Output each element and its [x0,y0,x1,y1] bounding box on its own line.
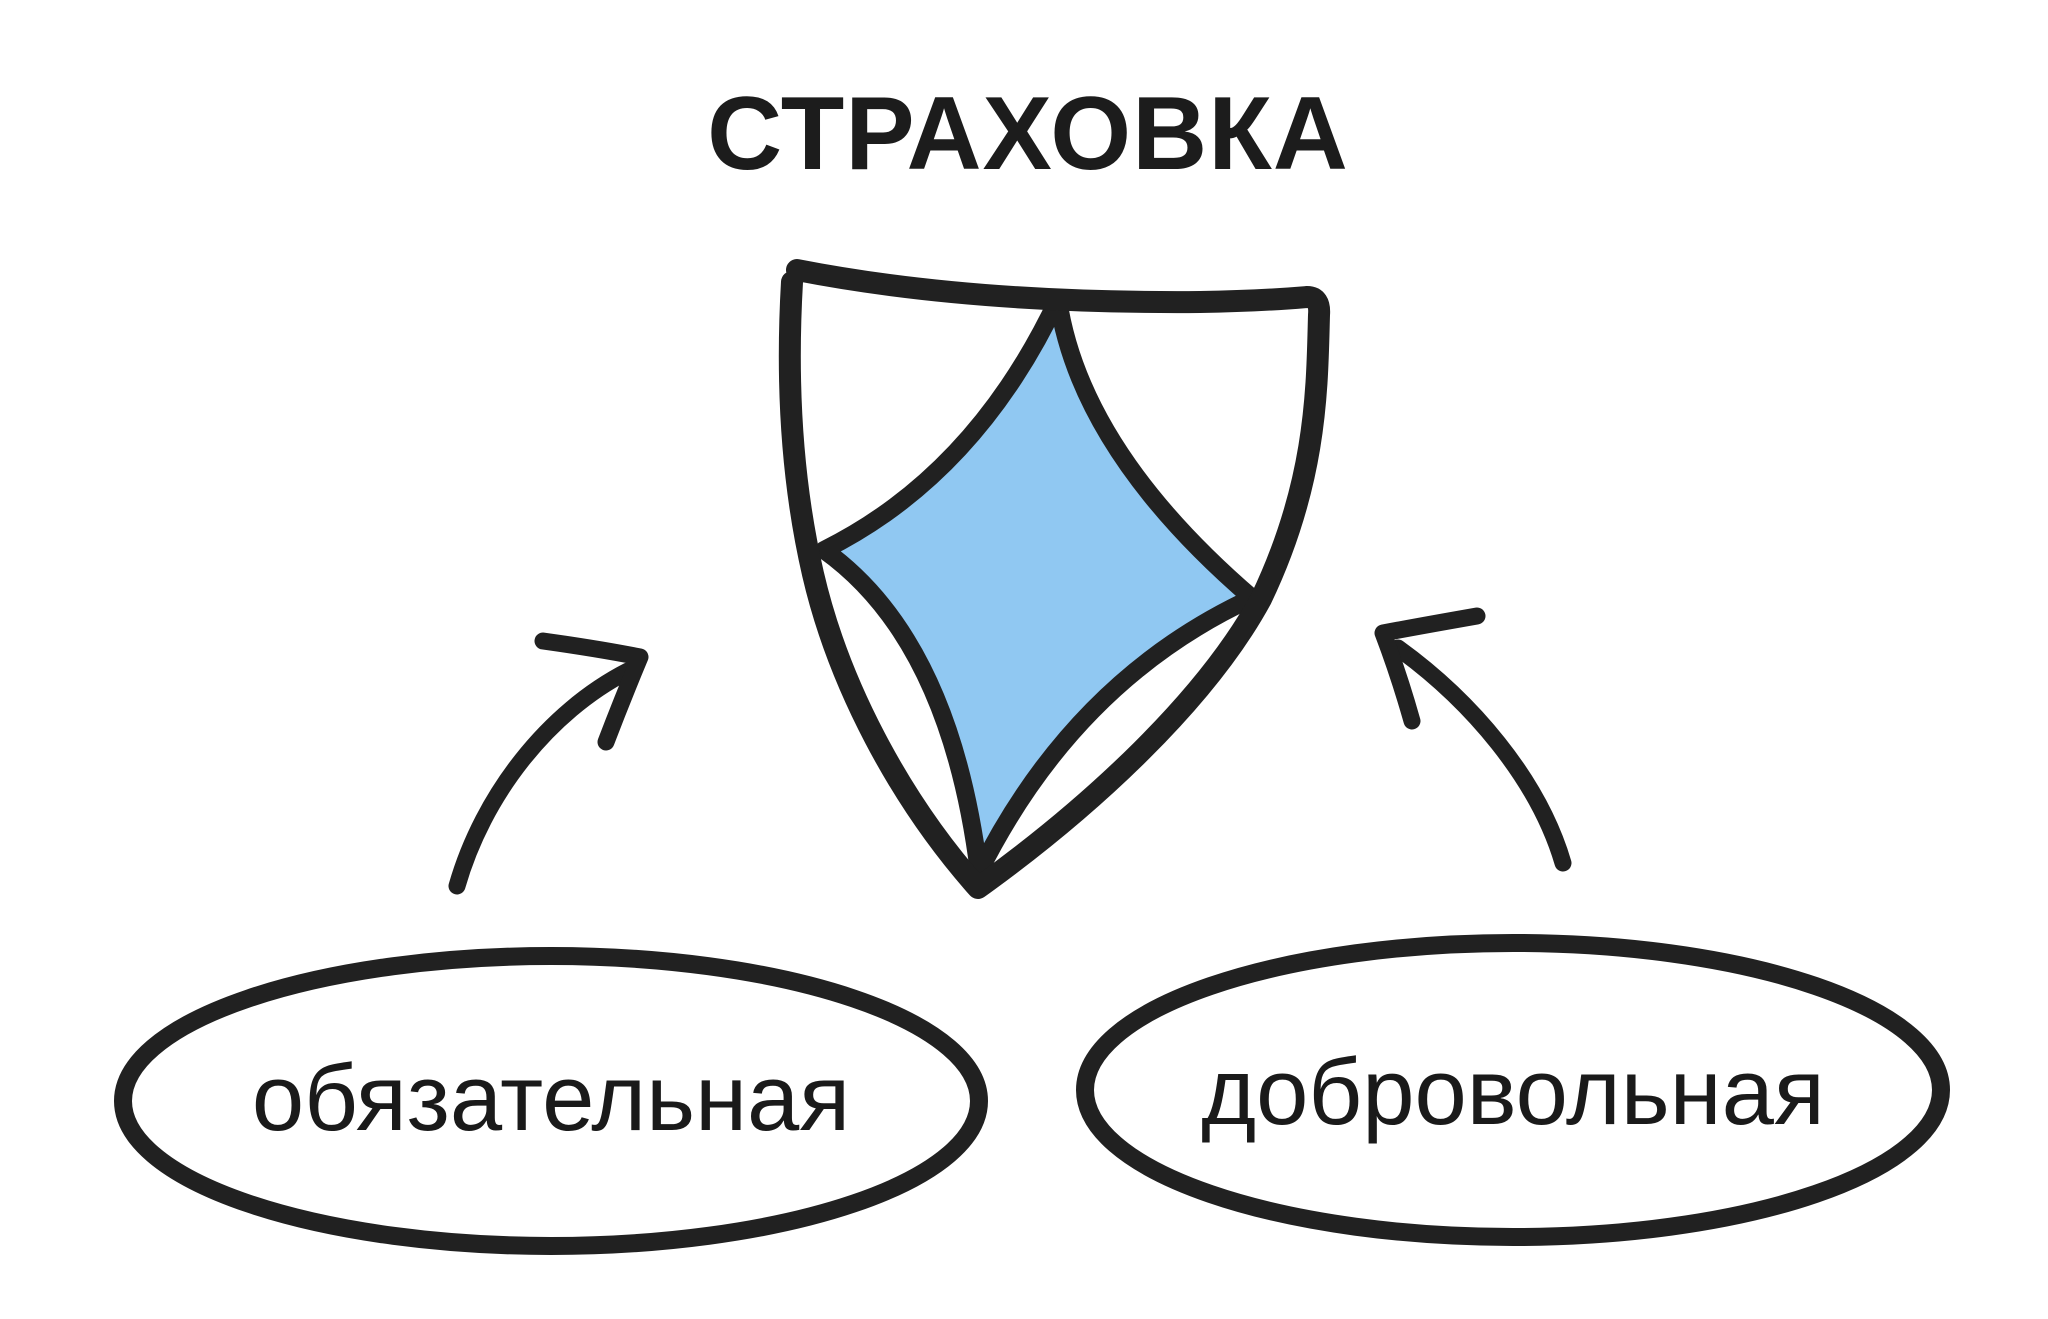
shield-outline [778,259,1331,899]
left-arrow-shaft [448,662,637,895]
branch-node-voluntary [1076,934,1950,1246]
page-title: СТРАХОВКА [707,76,1349,192]
right-arrow-head [1374,607,1486,730]
right-arrow-shaft [1389,639,1572,872]
left-arrow-head [534,632,649,751]
branch-label-mandatory: обязательная [251,1045,851,1150]
shield-star-icon [815,290,1261,881]
branch-node-mandatory [114,947,988,1255]
branch-label-voluntary: добровольная [1201,1039,1825,1144]
curved-arrow-up-left-icon [1374,607,1572,872]
curved-arrow-up-right-icon [448,632,649,895]
